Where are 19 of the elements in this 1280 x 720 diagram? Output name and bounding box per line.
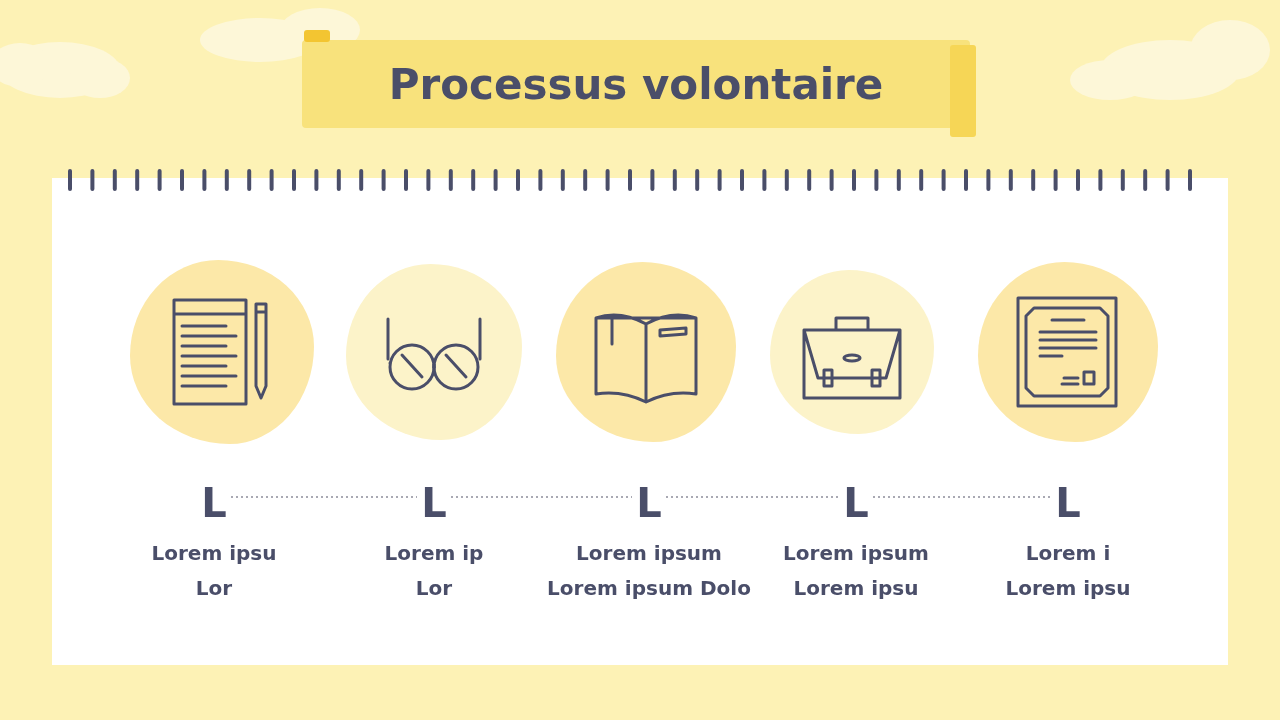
step-caption: Lor bbox=[414, 576, 454, 600]
dotted-connector bbox=[450, 496, 633, 498]
title: Processus volontaire bbox=[387, 60, 885, 109]
step-letter: L bbox=[417, 483, 451, 523]
step-caption: Lorem ipsum bbox=[782, 541, 930, 565]
step-caption: Lor bbox=[194, 576, 234, 600]
step-caption: Lorem i bbox=[1024, 541, 1112, 565]
step-letter: L bbox=[632, 483, 666, 523]
step-letter: L bbox=[1051, 483, 1085, 523]
dotted-connector bbox=[665, 496, 840, 498]
step-caption: Lorem ip bbox=[383, 541, 485, 565]
step-letter: L bbox=[197, 483, 231, 523]
dotted-connector bbox=[872, 496, 1052, 498]
step-caption: Lorem ipsu bbox=[1004, 576, 1132, 600]
step-caption: Lorem ipsu bbox=[150, 541, 278, 565]
dotted-connector bbox=[230, 496, 418, 498]
step-caption: Lorem ipsum bbox=[575, 541, 723, 565]
step-caption: Lorem ipsum Dolo bbox=[546, 576, 752, 600]
step-letter: L bbox=[839, 483, 873, 523]
